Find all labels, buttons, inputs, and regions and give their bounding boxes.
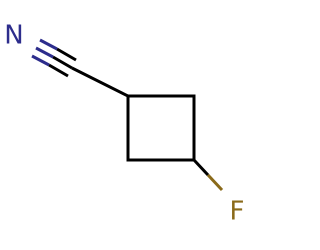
molecule-diagram: N F <box>4 21 245 227</box>
triple-bond-center-nitrogen-half <box>35 46 54 59</box>
cyclobutane-ring <box>126 94 196 162</box>
carbon-fluorine-bond <box>192 158 224 192</box>
fluorine-atom-label: F <box>230 197 245 227</box>
nitrile-group <box>31 38 129 98</box>
ring-to-nitrile-carbon-bond <box>71 66 129 98</box>
cf-bond-fluorine-half <box>206 173 224 192</box>
cf-bond-carbon-half <box>192 158 210 177</box>
triple-bond-upper-carbon-half <box>56 47 77 62</box>
triple-bond-center-carbon-half <box>52 55 73 70</box>
nitrogen-atom-label: N <box>4 21 23 51</box>
triple-bond-lower-nitrogen-half <box>31 54 50 67</box>
triple-bond-upper-nitrogen-half <box>39 38 58 51</box>
triple-bond-lower-carbon-half <box>48 63 69 78</box>
